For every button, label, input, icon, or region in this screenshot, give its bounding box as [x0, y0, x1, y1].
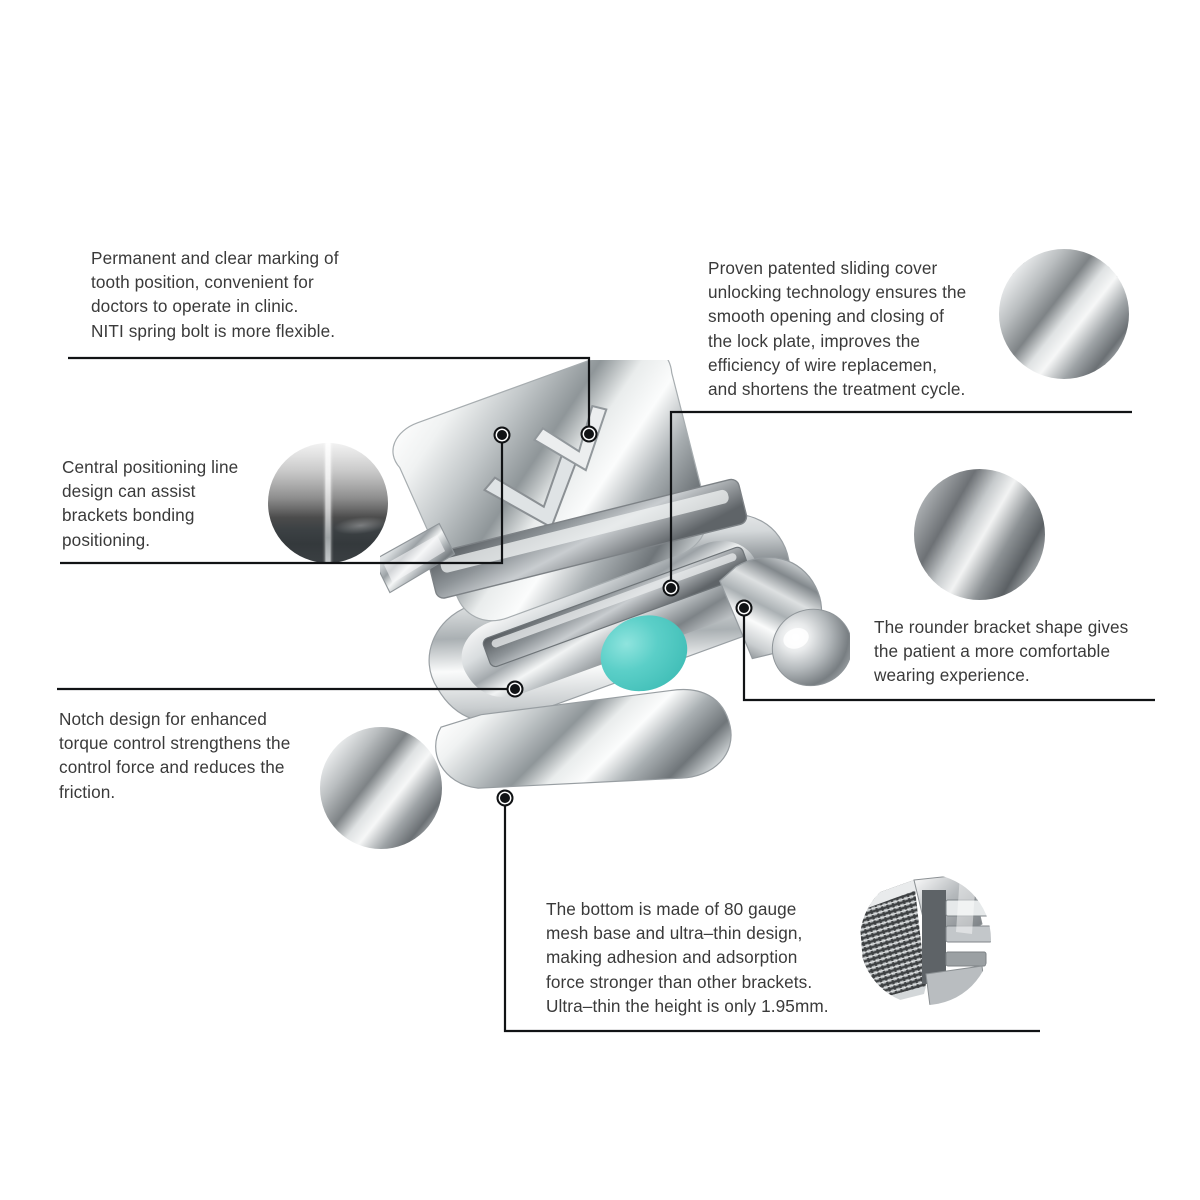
leader-dot-rounder: [735, 599, 753, 617]
bracket-cover-highlight: [440, 489, 729, 573]
turquoise-position-marker: [600, 615, 688, 692]
callout-notch-torque-control: Notch design for enhanced torque control…: [59, 709, 291, 802]
leader-dot-marking: [580, 425, 598, 443]
callout-central-positioning-line: Central positioning line design can assi…: [62, 457, 239, 550]
notch-torque-closeup-inset: [320, 727, 442, 849]
center-line-stripe: [325, 443, 331, 563]
leader-dot-centerline: [493, 426, 511, 444]
leader-dot-notch: [506, 680, 524, 698]
leader-dot-sliding-cover: [662, 579, 680, 597]
rounder-shape-closeup-inset: [914, 469, 1045, 600]
bracket-product-image: [373, 344, 853, 840]
bracket-illustration: [373, 344, 853, 789]
callout-mesh-base-adhesion: The bottom is made of 80 gauge mesh base…: [546, 899, 829, 1016]
callout-tooth-position-marking: Permanent and clear marking of tooth pos…: [91, 248, 339, 341]
mesh-base-closeup-inset: [860, 874, 991, 1005]
callout-rounder-bracket-shape: The rounder bracket shape gives the pati…: [874, 617, 1129, 686]
callout-sliding-cover-technology: Proven patented sliding cover unlocking …: [708, 258, 967, 400]
sliding-cover-closeup-inset: [999, 249, 1129, 379]
leader-dot-mesh: [496, 789, 514, 807]
mesh-base-closeup-art: [860, 874, 991, 1005]
central-line-closeup-inset: [268, 443, 388, 563]
